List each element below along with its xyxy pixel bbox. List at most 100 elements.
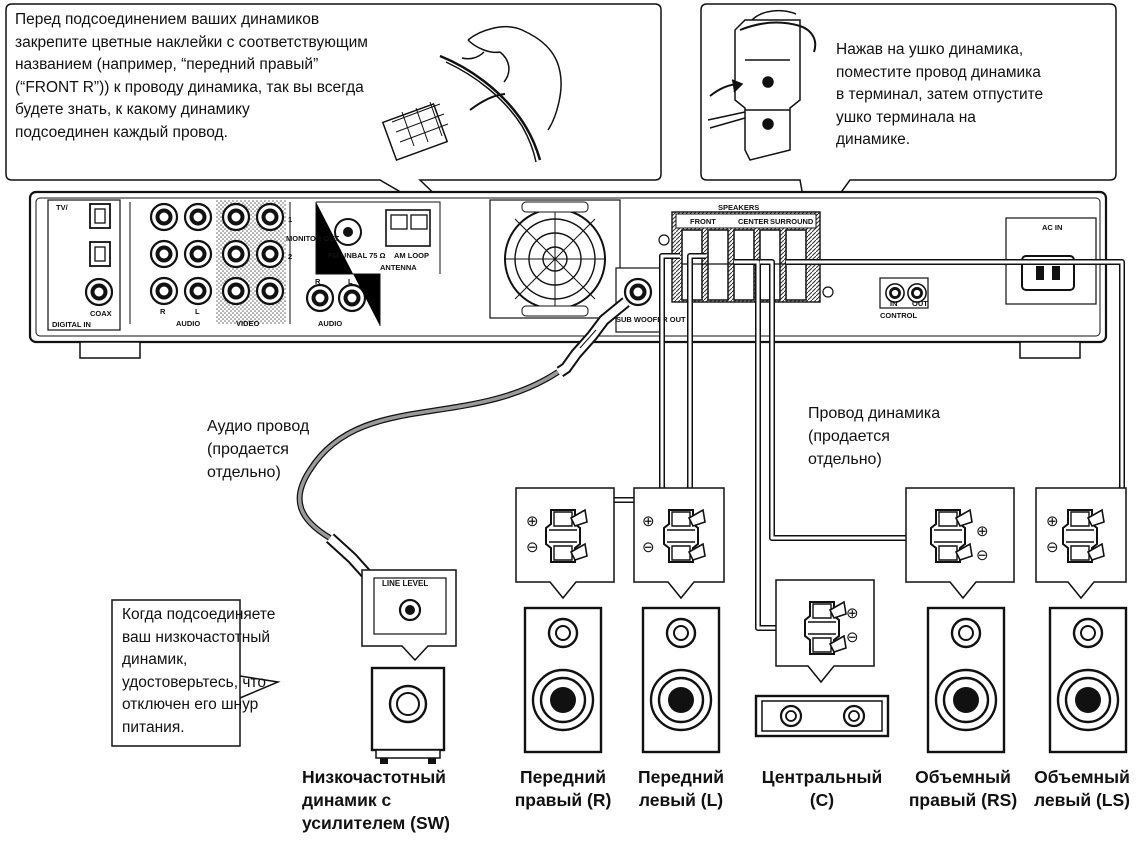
panel-speakers: SPEAKERS [718, 203, 759, 212]
panel-center: CENTER [738, 217, 769, 226]
label-surround-left-line: Объемный [1034, 767, 1130, 787]
panel-labels: TV/ DIGITAL IN COAX AUDIO VIDEO AUDIO R … [52, 203, 1062, 329]
panel-digital-in: DIGITAL IN [52, 320, 91, 329]
label-surround-right-line: правый (RS) [908, 790, 1018, 810]
callout-stickers-line: подсоединен каждый провод. [15, 123, 228, 141]
callout-stickers-line: Перед подсоединением ваших динамиков [15, 11, 320, 28]
callout-terminal-line: поместите провод динамика [836, 63, 1041, 81]
callout-stickers-line: закрепите цветные наклейки с соответству… [15, 33, 368, 51]
label-surround-right: Объемный правый (RS) [898, 766, 1028, 812]
panel-opt1: TV/ [56, 203, 69, 212]
plus-fl: ⊕ [642, 513, 655, 530]
speaker-wire-line: отдельно) [808, 451, 882, 468]
speaker-wire-line: (продается [808, 428, 890, 445]
callout-terminal-line: динамике. [836, 131, 911, 148]
speaker-fr [523, 606, 603, 754]
callout-terminal-line: Нажав на ушко динамика, [836, 41, 1024, 58]
terminal-fl [663, 509, 706, 563]
panel-audio-2: AUDIO [318, 319, 342, 328]
speaker-wire-line: Провод динамика [808, 405, 941, 422]
label-front-right-line: Передний [520, 767, 606, 787]
rca-plug-receiver [556, 297, 630, 377]
label-front-right: Передний правый (R) [510, 766, 616, 812]
callout-subwoofer-line: отключен его шнур [122, 696, 259, 713]
minus-ls: ⊖ [1046, 539, 1059, 556]
label-subwoofer-line: Низкочастотный [302, 767, 446, 787]
audio-cable-line: отдельно) [207, 464, 281, 481]
panel-control: CONTROL [880, 311, 917, 320]
panel-coax: COAX [90, 309, 112, 318]
line-level-label: LINE LEVEL [382, 579, 428, 588]
receiver-back-panel [28, 190, 1108, 359]
subwoofer-box [370, 666, 446, 764]
callout-terminal-line: в терминал, затем отпустите [836, 86, 1044, 103]
label-subwoofer: Низкочастотный динамик с усилителем (SW) [302, 766, 450, 835]
terminal-ls [1062, 509, 1105, 563]
panel-r-2: R [315, 277, 321, 286]
panel-video: VIDEO [236, 319, 260, 328]
minus-c: ⊖ [846, 629, 859, 646]
callout-stickers-text: Перед подсоединением ваших динамиков зак… [15, 9, 368, 144]
terminal-fr [545, 509, 588, 563]
center-speaker [754, 694, 890, 738]
label-front-left-line: Передний [638, 767, 724, 787]
panel-l: L [195, 307, 200, 316]
terminal-press-illustration [707, 9, 817, 161]
terminal-rs [930, 509, 973, 563]
label-center-line: (C) [809, 790, 835, 810]
plus-fr: ⊕ [526, 513, 539, 530]
callout-terminal-text: Нажав на ушко динамика, поместите провод… [836, 39, 1043, 152]
panel-fm: FM UNBAL 75 Ω [328, 251, 386, 260]
callout-stickers-line: (“FRONT R”)) к проводу динамика, так вы … [15, 78, 364, 96]
audio-cable-line: Аудио провод [207, 418, 310, 435]
callout-subwoofer-text: Когда подсоединяете ваш низкочастотный д… [122, 604, 275, 739]
panel-ac-in: AC IN [1042, 223, 1062, 232]
plus-ls: ⊕ [1046, 513, 1059, 530]
panel-l-2: L [348, 277, 353, 286]
label-subwoofer-line: динамик с [302, 790, 392, 810]
label-center: Центральный (C) [752, 766, 892, 812]
callout-subwoofer-line: динамик, [122, 651, 188, 668]
speaker-rs [926, 606, 1006, 754]
speaker-wire-label: Провод динамика (продается отдельно) [808, 402, 940, 471]
minus-fl: ⊖ [642, 539, 655, 556]
callout-subwoofer-line: ваш низкочастотный [122, 628, 271, 646]
callout-stickers-line: будете знать, к какому динамику [15, 101, 250, 118]
panel-in: IN [890, 299, 898, 308]
panel-sub-woofer-out: SUB WOOFER OUT [616, 315, 686, 324]
label-surround-left-line: левый (LS) [1034, 790, 1130, 810]
label-center-line: Центральный [761, 767, 883, 787]
callout-subwoofer-line: питания. [122, 718, 185, 736]
label-front-left-line: левый (L) [638, 790, 724, 810]
panel-am-loop: AM LOOP [394, 251, 429, 260]
callout-subwoofer-line: Когда подсоединяете [122, 606, 276, 623]
audio-cable-line: (продается [207, 441, 289, 458]
label-subwoofer-line: усилителем (SW) [302, 813, 451, 833]
panel-front: FRONT [690, 217, 716, 226]
hand-sticker-illustration [381, 26, 562, 163]
callout-subwoofer-line: удостоверьтесь, что [122, 673, 266, 691]
polarity-symbols: ⊕ ⊖ ⊕ ⊖ ⊕ ⊖ ⊕ ⊖ ⊕ ⊖ [526, 513, 1059, 646]
panel-surround: SURROUND [770, 217, 814, 226]
panel-antenna: ANTENNA [380, 263, 417, 272]
plus-c: ⊕ [846, 605, 859, 622]
speaker-terminal-boxes [361, 487, 1127, 684]
minus-fr: ⊖ [526, 539, 539, 556]
callout-subwoofer-box [111, 599, 281, 747]
plus-rs: ⊕ [976, 523, 989, 540]
audio-cable-label: Аудио провод (продается отдельно) [207, 415, 309, 484]
minus-rs: ⊖ [976, 547, 989, 564]
label-front-left: Передний левый (L) [628, 766, 734, 812]
callout-stickers-line: названием (например, “передний правый” [15, 56, 319, 73]
panel-r: R [160, 307, 166, 316]
panel-mon-2: 2 [288, 252, 292, 261]
speaker-ls [1048, 606, 1128, 754]
panel-out: OUT [912, 299, 928, 308]
label-front-right-line: правый (R) [514, 790, 612, 810]
speaker-fl [641, 606, 721, 754]
panel-monitor-out: MONITOR OUT [286, 234, 340, 243]
terminal-c [804, 601, 847, 655]
panel-mon-1: 1 [288, 215, 292, 224]
label-surround-left: Объемный левый (LS) [1030, 766, 1134, 812]
